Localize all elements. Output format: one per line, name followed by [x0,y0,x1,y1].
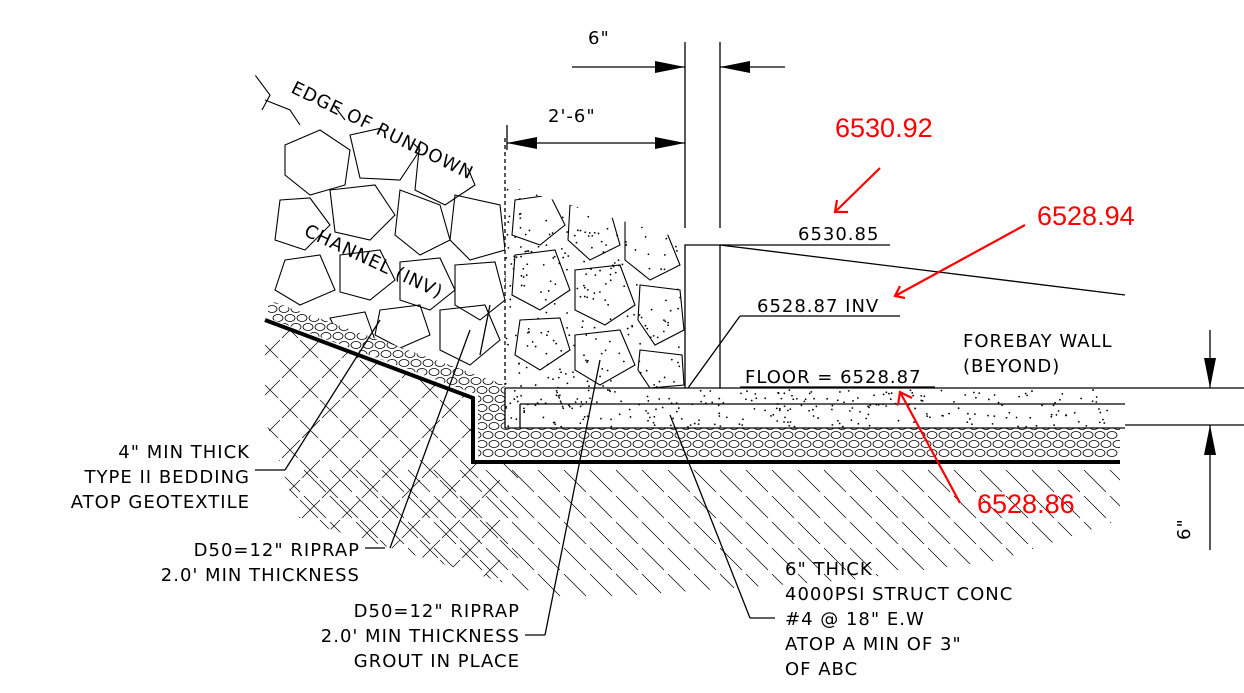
svg-text:GROUT IN PLACE: GROUT IN PLACE [354,651,520,672]
elev-floor: FLOOR = 6528.87 [745,367,922,388]
elevation-leaders [255,244,935,636]
svg-text:ATOP GEOTEXTILE: ATOP GEOTEXTILE [71,492,250,513]
label-forebay-wall: FOREBAY WALL [963,331,1113,352]
svg-text:4" MIN THICK: 4" MIN THICK [118,442,250,463]
svg-text:ATOP A MIN OF 3": ATOP A MIN OF 3" [785,634,962,655]
elev-invert: 6528.87 INV [757,296,879,317]
svg-text:6" THICK: 6" THICK [785,559,873,580]
label-forebay-beyond: (BEYOND) [963,356,1060,377]
revised-invert: 6528.94 [1037,201,1135,231]
dim-wall-thickness: 6" [588,28,610,49]
svg-text:D50=12" RIPRAP: D50=12" RIPRAP [354,601,520,622]
grouted-riprap [505,185,685,388]
red-markup-arrows [833,167,1026,504]
svg-text:TYPE II BEDDING: TYPE II BEDDING [84,467,250,488]
svg-text:2.0' MIN THICKNESS: 2.0' MIN THICKNESS [321,626,520,647]
dim-slab-thickness: 6" [1174,518,1195,540]
svg-text:OF ABC: OF ABC [785,659,858,680]
svg-text:2.0' MIN THICKNESS: 2.0' MIN THICKNESS [161,565,360,586]
note-riprap: D50=12" RIPRAP 2.0' MIN THICKNESS [161,540,360,586]
note-concrete: 6" THICK 4000PSI STRUCT CONC #4 @ 18" E.… [785,559,1013,680]
svg-text:D50=12" RIPRAP: D50=12" RIPRAP [194,540,360,561]
svg-text:#4 @ 18" E.W: #4 @ 18" E.W [785,609,925,630]
revised-floor: 6528.86 [977,489,1075,519]
svg-text:4000PSI STRUCT CONC: 4000PSI STRUCT CONC [785,584,1013,605]
dim-offset: 2'-6" [548,106,596,127]
note-grouted-riprap: D50=12" RIPRAP 2.0' MIN THICKNESS GROUT … [321,601,520,672]
note-bedding: 4" MIN THICK TYPE II BEDDING ATOP GEOTEX… [71,442,250,513]
elev-top-of-wall: 6530.85 [798,224,879,245]
label-edge-of-rundown: EDGE OF RUNDOWN [288,78,477,185]
dimension-lines [506,42,1244,550]
subgrade-line [264,318,1120,464]
revised-top-of-wall: 6530.92 [835,113,933,143]
